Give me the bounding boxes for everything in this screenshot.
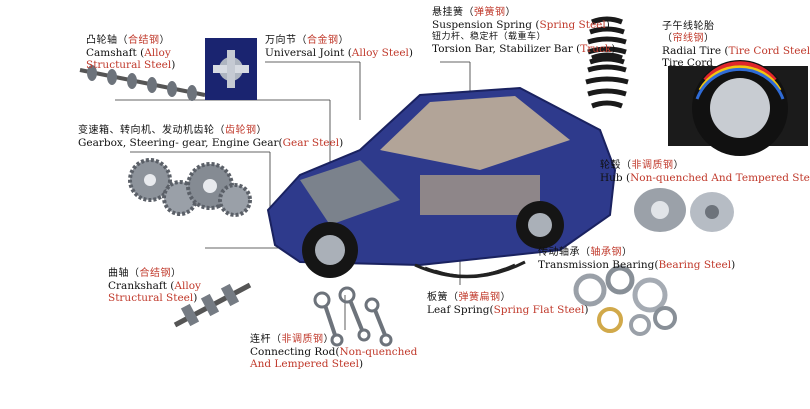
crankshaft-label: 曲轴（合结钢） Crankshaft (Alloy Structural Ste…: [108, 268, 201, 304]
car-image: [266, 86, 617, 278]
leaf-spring-label: 板簧（弹簧扁钢） Leaf Spring(Spring Flat Steel): [427, 292, 589, 316]
connecting-rod-label: 连杆（非调质钢） Connecting Rod(Non-quenched And…: [250, 334, 418, 370]
connecting-rod-image: [313, 286, 393, 347]
bearings-image: [573, 265, 677, 336]
gears-image: [128, 158, 252, 217]
gearbox-label: 变速箱、转向机、发动机齿轮（齿轮钢） Gearbox, Steering- ge…: [78, 125, 344, 149]
camshaft-image: [79, 65, 206, 101]
tire-image: [668, 60, 808, 156]
hub-label: 轮毂（非调质钢） Hub (Non-quenched And Tempered …: [600, 160, 810, 184]
universal-joint-label: 万向节（合金钢） Universal Joint (Alloy Steel): [265, 35, 413, 59]
transmission-bearing-label: 传动轴承（轴承钢） Transmission Bearing(Bearing S…: [538, 247, 736, 271]
hub-image: [634, 188, 734, 232]
suspension-spring-image: [585, 16, 629, 109]
camshaft-label: 凸轮轴（合结钢） Camshaft (Alloy Structural Stee…: [86, 35, 176, 71]
leaf-spring-image: [414, 260, 526, 279]
crankshaft-image: [173, 282, 252, 328]
universal-joint-image: [205, 38, 257, 100]
suspension-spring-label: 悬挂簧（弹簧钢） Suspension Spring (Spring Steel…: [432, 7, 616, 55]
radial-tire-label: 子午线轮胎 （帘线钢） Radial Tire (Tire Cord Steel…: [662, 21, 810, 69]
